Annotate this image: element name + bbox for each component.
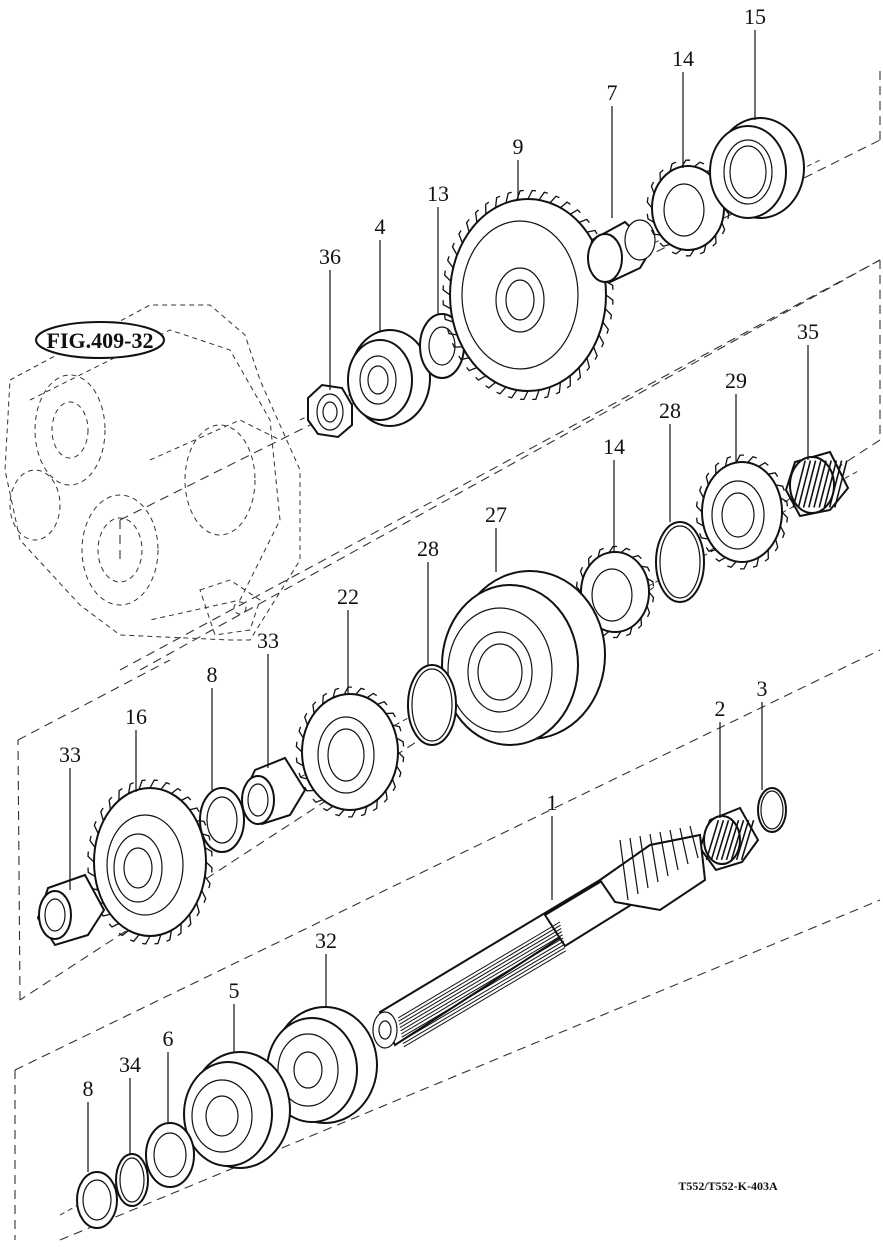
figure-reference-text: FIG.409-32 [47,328,154,353]
part-7-collar[interactable] [587,219,656,284]
shaft-spline [403,950,567,1048]
needle-roller [802,460,817,508]
callout-6: 6 [163,1026,174,1051]
part-3-snap-ring[interactable] [757,787,787,833]
part-36-nut[interactable] [307,383,353,439]
transmission-housing [4,304,301,641]
part-8-washer-bottom[interactable] [76,1171,118,1229]
needle-roller [823,460,838,508]
figure-reference-label[interactable]: FIG.409-32 [35,321,165,359]
part-33-bushing-lower[interactable] [36,873,106,947]
needle-roller [735,819,750,861]
pinion-tooth [639,835,649,889]
callout-1: 1 [547,790,558,815]
shaft-spline [399,927,562,1025]
part-29-gear[interactable] [695,454,789,570]
needle-roller [818,460,832,508]
part-5-bearing[interactable] [183,1051,291,1169]
needle-roller [730,819,745,861]
callout-35: 35 [797,319,819,344]
shaft-spline [399,931,563,1029]
callout-8-bottom: 8 [83,1076,94,1101]
part-8-washer-middle[interactable] [199,787,245,853]
callout-8-middle: 8 [207,662,218,687]
shaft-spline [402,943,565,1041]
callout-4: 4 [375,214,386,239]
needle-roller [710,819,725,861]
callout-28-upper: 28 [659,398,681,423]
callout-36: 36 [319,244,341,269]
part-15-sleeve[interactable] [709,117,805,219]
part-9-gear[interactable] [442,189,614,401]
part-27-sync-sleeve[interactable] [441,570,606,746]
callout-14-top: 14 [672,46,694,71]
pinion-tooth [669,829,679,871]
callout-28-lower: 28 [417,536,439,561]
callout-29: 29 [725,368,747,393]
callout-9: 9 [513,134,524,159]
callout-27: 27 [485,502,507,527]
pinion-tooth [619,839,629,901]
needle-roller [725,819,740,861]
part-4-bearing[interactable] [347,329,431,427]
callout-7: 7 [607,80,618,105]
leader-lines [69,30,809,1172]
part-28-snap-ring-upper[interactable] [655,521,705,603]
part-16-gear[interactable] [87,779,213,945]
callout-33-upper: 33 [257,628,279,653]
needle-roller [813,460,827,508]
shaft-spline [400,937,564,1035]
callout-14-middle: 14 [603,434,625,459]
needle-roller [828,460,843,508]
shaft-spline [397,921,561,1019]
needle-roller [808,460,822,508]
part-2-needle-bearing[interactable] [698,806,760,872]
needle-roller [705,819,720,861]
part-34-snap-ring[interactable] [115,1153,149,1207]
callout-34: 34 [119,1052,141,1077]
needle-roller [834,460,848,508]
pinion-tooth [689,825,699,859]
shaft-spline [400,934,563,1032]
gear-teeth [295,686,405,818]
callout-32: 32 [315,928,337,953]
gear-teeth [695,454,789,570]
part-14-gear-middle[interactable] [575,545,655,639]
part-32-bearing[interactable] [266,1006,378,1124]
part-6-washer[interactable] [145,1122,195,1188]
needle-roller [797,460,812,508]
callout-15: 15 [744,4,766,29]
part-22-gear[interactable] [295,686,405,818]
needle-roller [792,460,806,508]
shaft-spline [398,924,561,1022]
part-35-needle-bearing[interactable] [784,450,850,518]
callout-16: 16 [125,704,147,729]
callout-33-lower: 33 [59,742,81,767]
drawing-number: T552/T552-K-403A [678,1179,778,1193]
part-28-snap-ring-lower[interactable] [407,664,457,746]
needle-roller [720,819,735,861]
gear-teeth [442,189,614,401]
callout-22: 22 [337,584,359,609]
needle-roller [740,819,755,861]
part-1-shaft[interactable] [372,825,707,1049]
shaft-spline [401,940,565,1038]
part-33-bushing-upper[interactable] [240,756,307,826]
callout-2: 2 [715,696,726,721]
callout-13: 13 [427,181,449,206]
pinion-tooth [679,827,689,865]
callout-labels: 15 14 7 9 13 4 36 35 29 28 14 27 28 22 3… [59,4,819,1101]
pinion-tooth [649,833,659,883]
pinion-tooth [659,831,669,877]
shaft-spline [402,947,566,1045]
pinion-tooth [629,837,639,895]
callout-3: 3 [757,676,768,701]
callout-5: 5 [229,978,240,1003]
needle-roller [715,819,730,861]
